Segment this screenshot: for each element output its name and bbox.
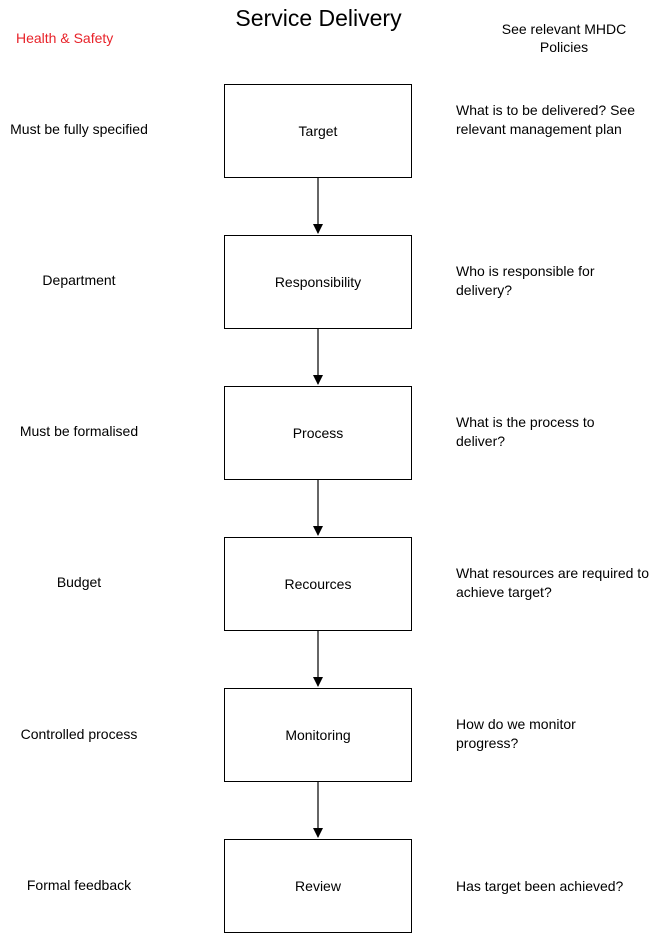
step-box-monitoring: Monitoring [224, 688, 412, 782]
step-box-review: Review [224, 839, 412, 933]
left-note-target: Must be fully specified [10, 121, 148, 137]
left-note-monitoring: Controlled process [20, 726, 138, 742]
left-note-recources: Budget [56, 574, 102, 590]
step-box-target: Target [224, 84, 412, 178]
right-note-responsibility: Who is responsible for delivery? [456, 263, 595, 298]
diagram-title-text: Service Delivery [235, 5, 402, 31]
right-note-process: What is the process to deliver? [456, 414, 595, 449]
policies-note: See relevant MHDC Policies [501, 21, 627, 55]
health-safety-label: Health & Safety [16, 30, 114, 46]
right-note-target: What is to be delivered? See relevant ma… [456, 102, 635, 137]
right-note-recources: What resources are required to achieve t… [456, 565, 649, 600]
step-box-process: Process [224, 386, 412, 480]
left-note-review: Formal feedback [26, 877, 132, 893]
right-note-monitoring: How do we monitor progress? [456, 716, 576, 751]
left-note-process: Must be formalised [19, 423, 139, 439]
step-box-recources: Recources [224, 537, 412, 631]
step-box-responsibility: Responsibility [224, 235, 412, 329]
left-note-responsibility: Department [42, 272, 116, 288]
diagram-title: Service Delivery [0, 4, 649, 32]
right-note-review: Has target been achieved? [456, 878, 624, 894]
